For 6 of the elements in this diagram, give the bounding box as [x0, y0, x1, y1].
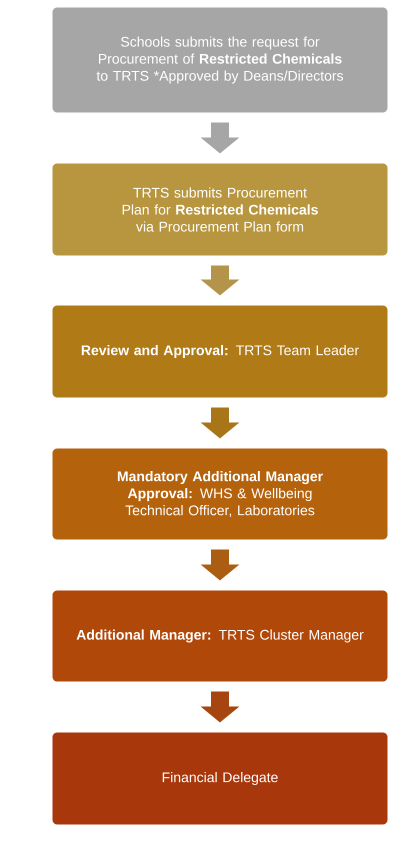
process-box: Review and Approval: TRTS Team Leader — [52, 304, 388, 398]
process-box: Mandatory Additional Manager Approval: WHS & Wellbeing Technical Officer, Laboratories — [52, 448, 388, 540]
process-box: Schools submits the request for Procurement of Restricted Chemicals to TRTS *Approved by Deans/Directors — [52, 6, 388, 114]
process-box: Additional Manager: TRTS Cluster Manager — [52, 590, 388, 682]
process-box: TRTS submits Procurement Plan for Restricted Chemicals via Procurement Plan form — [52, 162, 388, 256]
process-box: Financial Delegate — [52, 732, 388, 826]
